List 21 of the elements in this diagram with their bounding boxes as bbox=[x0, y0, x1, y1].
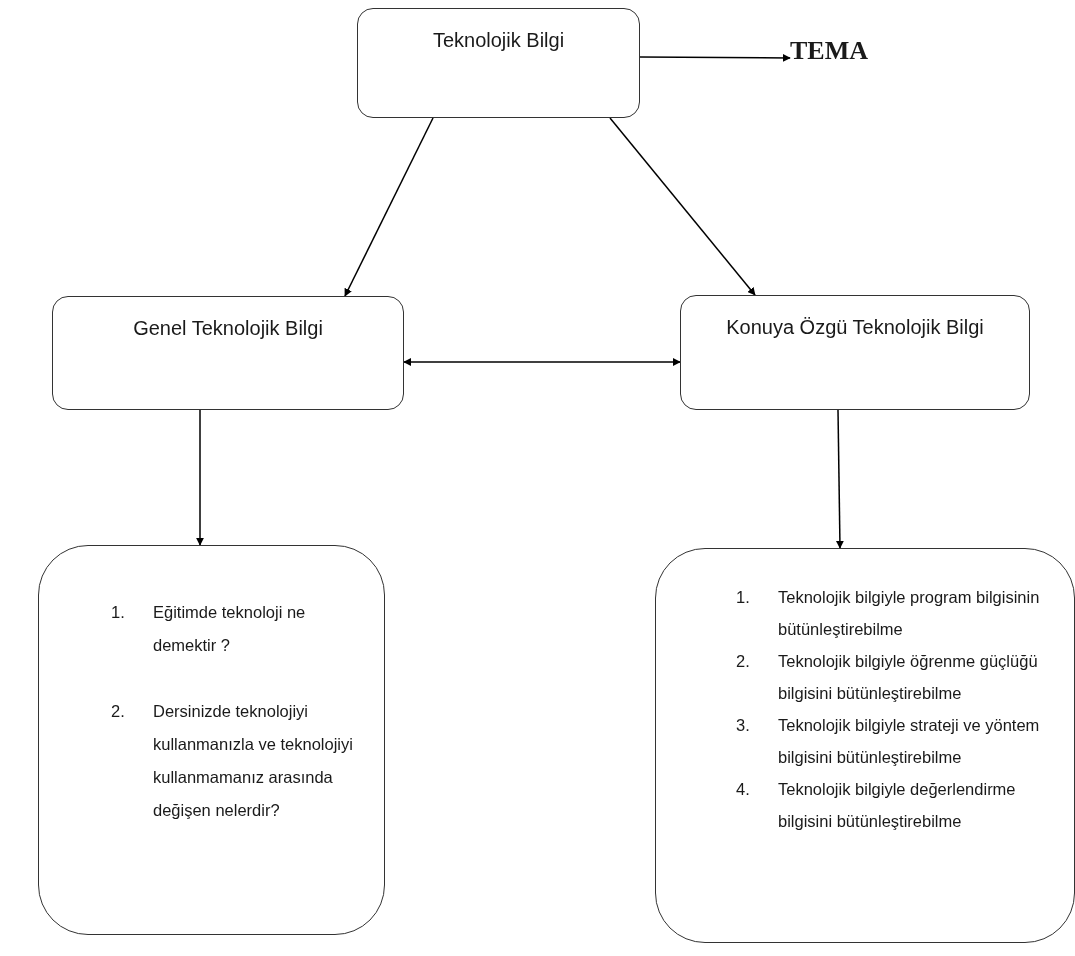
concept-box bbox=[52, 296, 404, 410]
box-title: Teknolojik Bilgi bbox=[431, 28, 566, 53]
theme-label: TEMA bbox=[790, 36, 869, 66]
list-item: 3. Teknolojik bilgiyle strateji ve yöntem bilgisini bütünleştirebilme bbox=[736, 715, 1041, 768]
arrow bbox=[609, 117, 756, 296]
concept-box bbox=[357, 8, 640, 118]
box-title: Genel Teknolojik Bilgi bbox=[132, 316, 324, 341]
list-item: 4. Teknolojik bilgiyle değerlendirme bilgisini bütünleştirebilme bbox=[736, 779, 1017, 832]
arrow bbox=[835, 409, 844, 549]
box-title: Konuya Özgü Teknolojik Bilgi bbox=[725, 315, 985, 340]
list-item: 2. Teknolojik bilgiyle öğrenme güçlüğü bilgisini bütünleştirebilme bbox=[736, 651, 1039, 704]
arrow bbox=[196, 409, 204, 546]
concept-box bbox=[680, 295, 1030, 410]
arrow bbox=[344, 117, 434, 297]
list-item: 1. Eğitimde teknoloji ne demektir ? bbox=[111, 602, 307, 656]
list-item: 1. Teknolojik bilgiyle program bilgisinin bütünleştirebilme bbox=[736, 587, 1041, 640]
objective-list-box bbox=[655, 548, 1075, 943]
question-list-box bbox=[38, 545, 385, 935]
list-item: 2. Dersinizde teknolojiyi kullanmanızla ve teknolojiyi kullanmamanız arasında değişen nelerdir? bbox=[111, 701, 354, 821]
arrow bbox=[403, 358, 681, 366]
arrow bbox=[639, 53, 791, 62]
